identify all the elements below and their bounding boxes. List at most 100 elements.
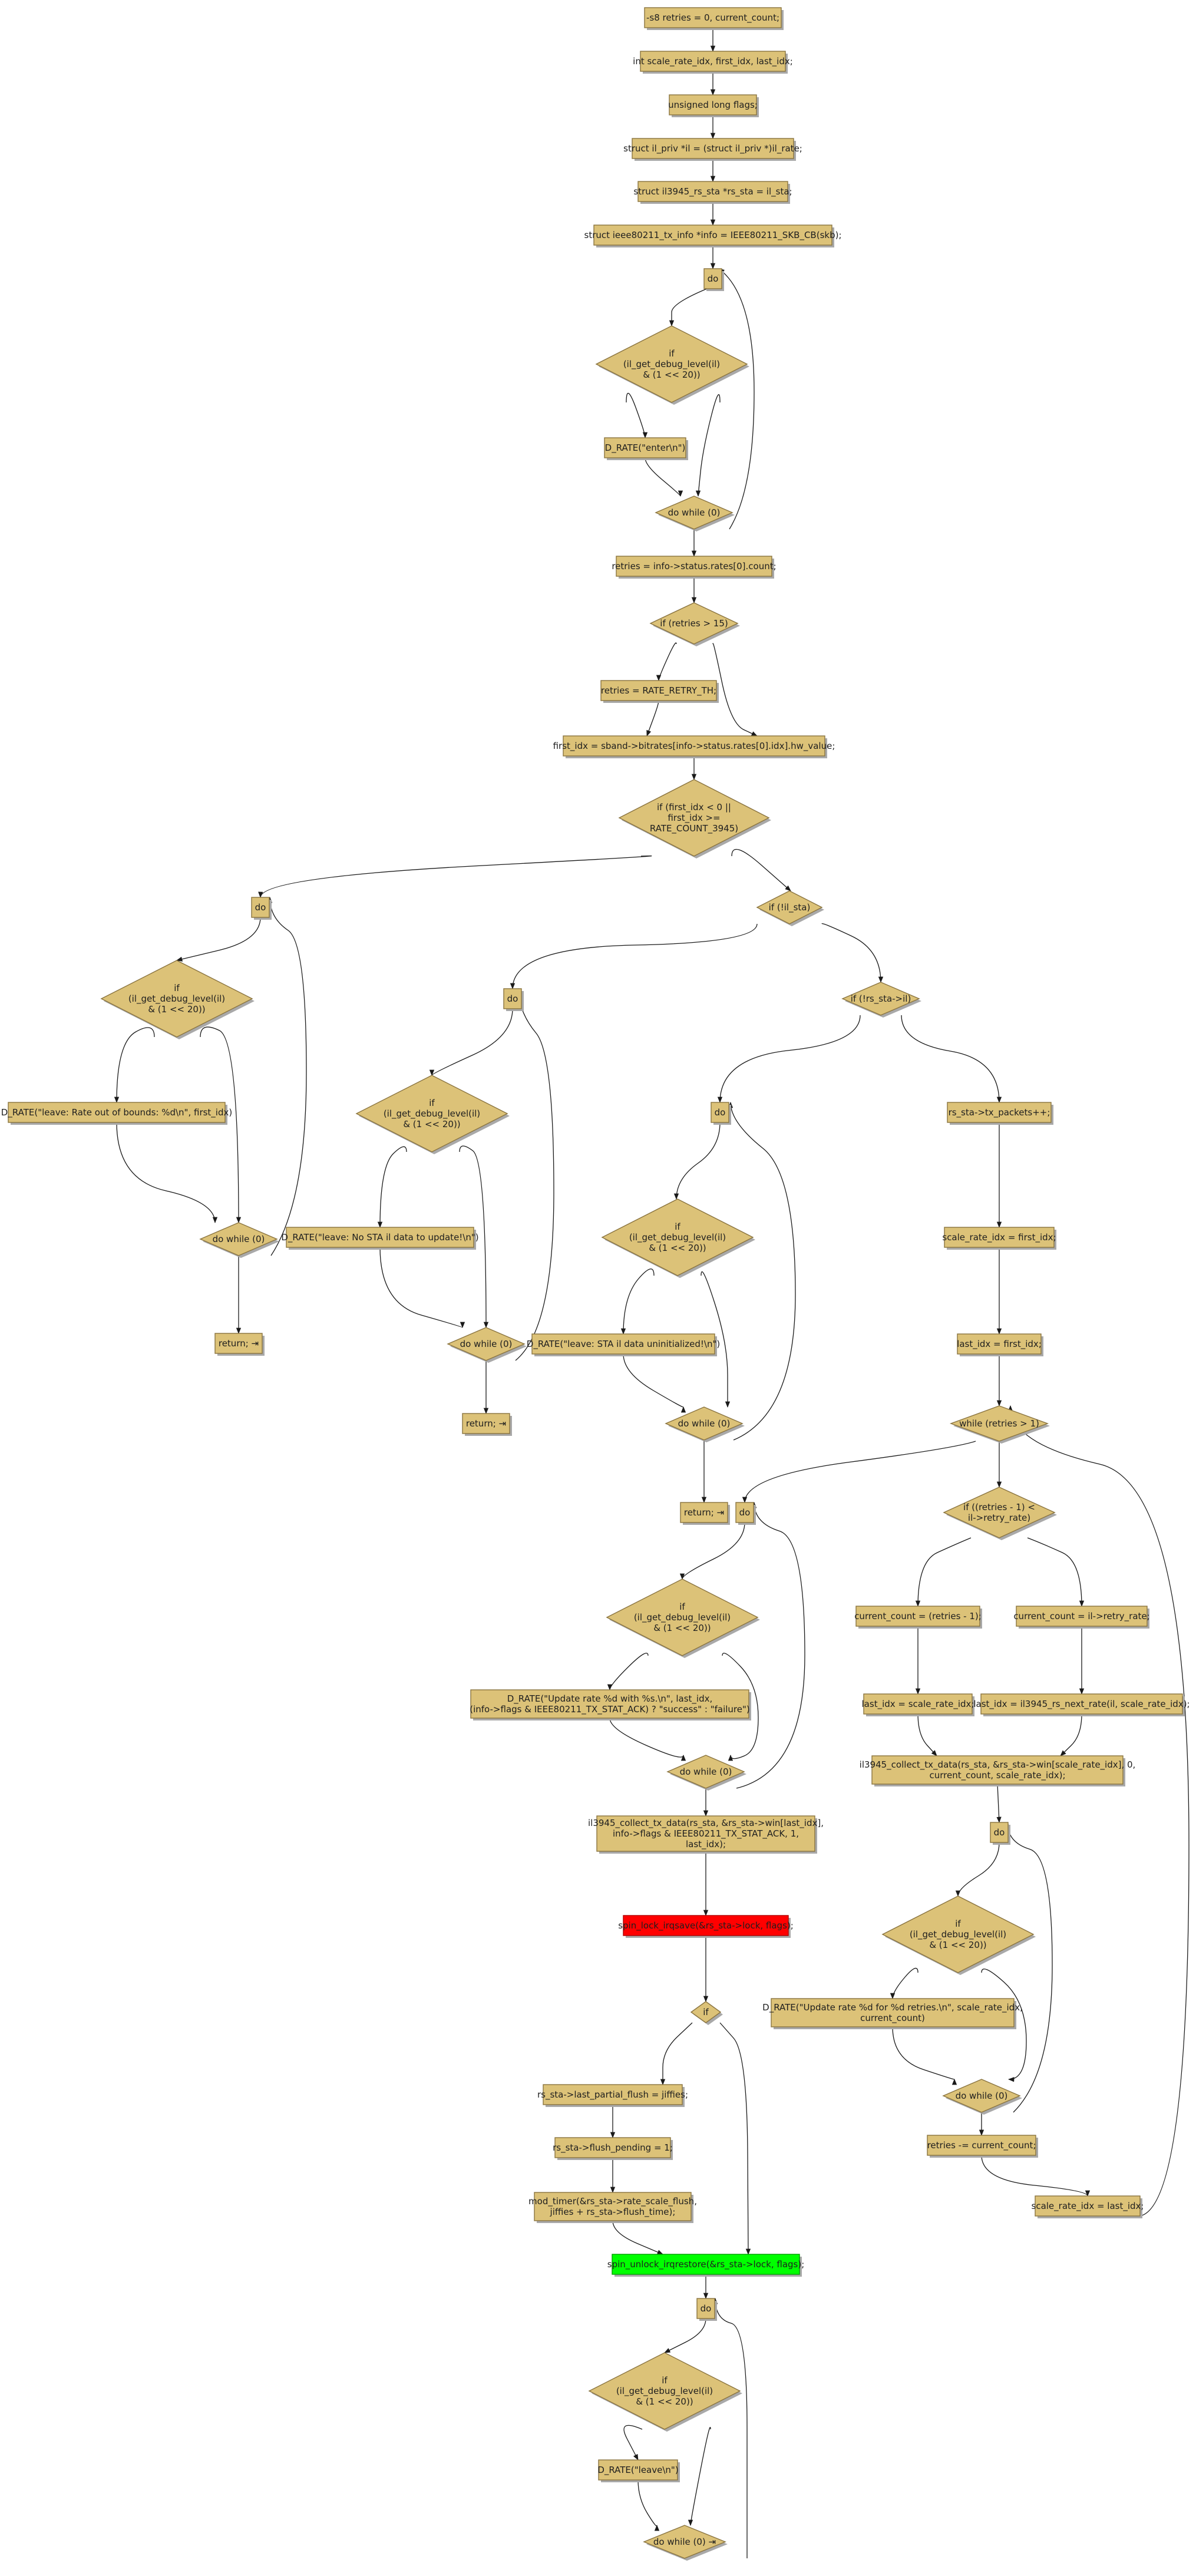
decision-node-n8: if(il_get_debug_level(il)& (1 << 20)) [595,325,749,405]
edge-n17-n18 [114,1027,155,1104]
process-node-n22: do [503,988,524,1011]
node-label: struct ieee80211_tx_info *info = IEEE802… [584,230,842,241]
node-label: if (!rs_sta->il) [851,993,911,1005]
edge-n27-n28 [717,1015,861,1104]
edge-n41-n42 [1060,1713,1082,1756]
node-label: D_RATE("leave: Rate out of bounds: %d\n"… [1,1107,232,1118]
node-shape [355,1075,508,1152]
node-shape [598,2459,678,2481]
process-node-n35: last_idx = first_idx; [957,1333,1043,1356]
node-shape [841,982,920,1016]
decision-node-n23: if(il_get_debug_level(il)& (1 << 20)) [355,1075,510,1154]
edge-n37-n38 [915,1537,972,1607]
node-label: if [662,2375,668,2386]
node-shape [8,1102,226,1123]
edge-n61-n63 [688,2427,711,2527]
process-node-n53: il3945_collect_tx_data(rs_sta, &rs_sta->… [588,1815,824,1854]
decision-node-n37: if ((retries - 1) <il->retry_rate) [943,1487,1057,1540]
process-node-n60: do [696,2298,717,2321]
node-shape [1035,2195,1141,2217]
node-label: last_idx = first_idx; [957,1339,1042,1350]
node-label: do while (0) [678,1418,731,1429]
node-shape [503,988,522,1009]
node-shape [680,1502,728,1523]
edge-n21-n27 [821,923,884,983]
node-shape [596,1815,815,1852]
node-shape [470,1689,749,1719]
node-shape [251,897,270,918]
decision-node-n12: if (retries > 15) [649,602,740,646]
process-node-n42: il3945_collect_tx_data(rs_sta, &rs_sta->… [860,1755,1136,1786]
node-shape [666,1755,745,1789]
edge-n25-n22 [515,988,554,1361]
process-node-n9: D_RATE("enter\n") [604,437,688,460]
node-label: do while (0) [460,1339,513,1349]
edge-n29-n30 [620,1269,655,1335]
process-node-n26: return; ⇥ [462,1413,512,1436]
node-shape [655,496,734,530]
edge-n36-n49 [742,1441,976,1504]
node-shape [644,7,782,28]
node-shape [462,1413,510,1434]
node-shape [286,1227,474,1248]
node-label: last_idx = scale_rate_idx; [862,1699,974,1710]
node-label: rs_sta->tx_packets++; [949,1107,1050,1118]
process-node-n57: rs_sta->flush_pending = 1; [553,2137,673,2160]
edge-n13-n14 [646,700,659,737]
node-label: il3945_collect_tx_data(rs_sta, &rs_sta->… [860,1759,1136,1771]
node-label: & (1 << 20)) [653,1623,711,1633]
node-label: il->retry_rate) [968,1512,1030,1524]
process-node-n34: scale_rate_idx = first_idx; [942,1227,1056,1250]
node-label: & (1 << 20)) [403,1119,460,1130]
process-node-n43: do [990,1822,1010,1845]
node-shape [531,1333,715,1355]
edge-n23-n25 [459,1145,489,1329]
edge-n27-n33 [901,1015,1002,1104]
edge-n52-n49 [736,1501,805,1789]
decision-node-n29: if(il_get_debug_level(il)& (1 << 20)) [601,1198,755,1278]
node-label: retries = info->status.rates[0].count; [612,561,776,572]
process-node-n38: current_count = (retries - 1); [854,1606,982,1629]
node-shape [669,94,757,115]
node-shape [665,1406,744,1441]
process-node-n11: retries = info->status.rates[0].count; [612,556,777,579]
node-label: if [429,1098,435,1108]
node-label: do [994,1827,1005,1838]
node-shape [649,602,739,645]
node-label: D_RATE("Update rate %d with %s.\n", last… [507,1693,713,1705]
edge-n30-n31 [623,1353,686,1413]
node-shape [563,735,825,757]
nodes: -s8 retries = 0, current_count;int scale… [1,7,1190,2561]
node-label: do while (0) ⇥ [653,2537,716,2547]
node-label: current_count) [860,2013,925,2024]
node-label: do [255,902,266,913]
node-shape [947,1102,1052,1123]
node-label: & (1 << 20)) [148,1004,205,1015]
process-node-n20: return; ⇥ [214,1333,265,1356]
node-shape [623,1915,789,1936]
node-shape [447,1327,526,1361]
node-shape [735,1502,754,1523]
edge-n12-n13 [656,642,677,682]
node-label: last_idx = il3945_rs_next_rate(il, scale… [973,1699,1190,1710]
decision-node-n31: do while (0) [665,1406,745,1442]
decision-node-n19: do while (0) [199,1222,279,1258]
node-label: if [669,348,675,359]
node-label: if [174,983,180,993]
process-node-n7: do [703,268,724,291]
process-node-n5: struct il3945_rs_sta *rs_sta = il_sta; [633,181,792,204]
process-node-n30: D_RATE("leave: STA il data uninitialized… [527,1333,720,1356]
node-label: struct il3945_rs_sta *rs_sta = il_sta; [633,186,792,197]
edge-n31-n28 [728,1101,796,1441]
node-label: do while (0) [956,2090,1008,2101]
node-label: D_RATE("enter\n") [605,442,686,454]
node-label: if [955,1918,961,1929]
process-node-n47: retries -= current_count; [927,2135,1038,2158]
decision-node-n25: do while (0) [447,1327,527,1363]
node-shape [600,680,717,701]
decision-node-n27: if (!rs_sta->il) [841,982,921,1018]
node-label: if (!il_sta) [769,902,811,913]
process-node-n32: return; ⇥ [680,1502,730,1525]
node-label: RATE_COUNT_3945) [650,823,738,834]
node-shape [640,51,786,72]
